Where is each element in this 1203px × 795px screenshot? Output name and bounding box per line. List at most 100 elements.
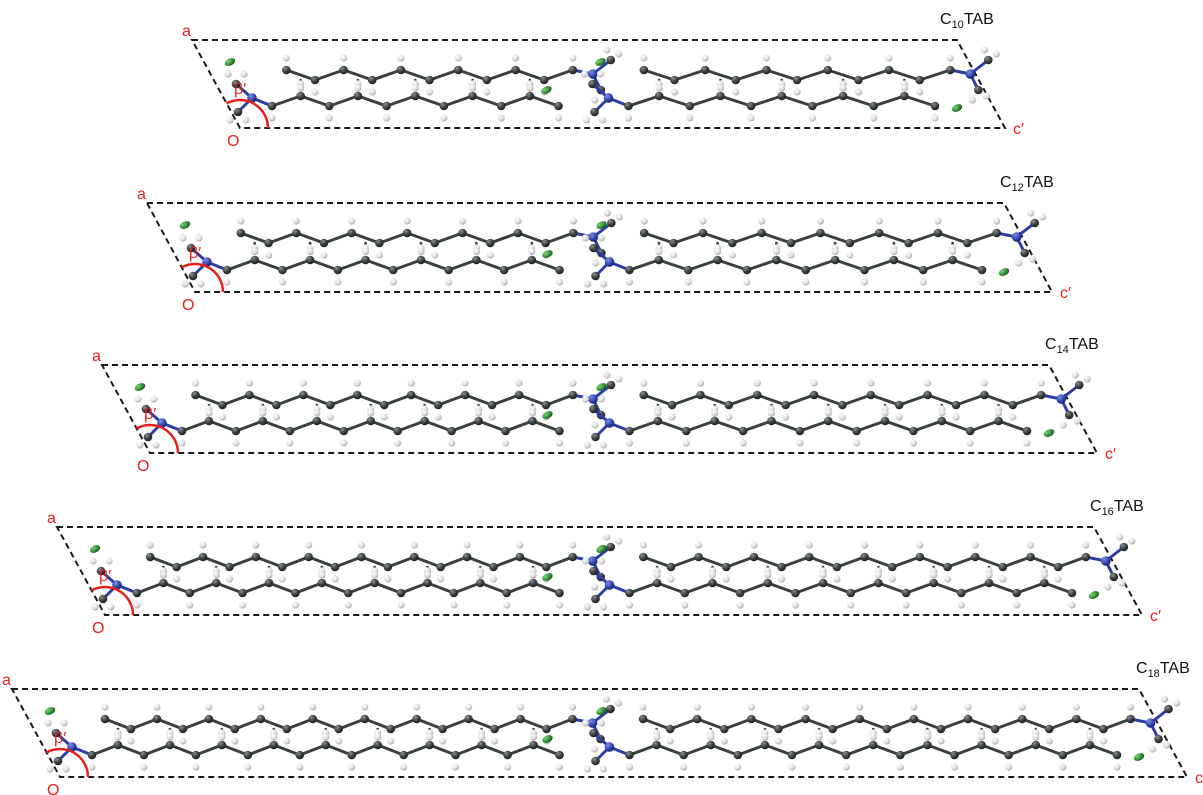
carbon-atom — [360, 714, 370, 724]
hydrogen-atom — [91, 603, 99, 611]
hydrogen-atom — [526, 84, 534, 92]
carbon-atom — [816, 228, 825, 238]
bond — [755, 393, 788, 407]
bond — [844, 743, 875, 757]
hydrogen-atom — [810, 379, 818, 387]
bond — [227, 555, 258, 569]
hydrogen-atom — [583, 280, 592, 288]
carbon-atom — [525, 91, 535, 101]
bond — [129, 717, 159, 731]
carbon-atom — [638, 714, 648, 724]
carbon-atom — [1026, 552, 1035, 562]
carbon-atom — [186, 243, 196, 253]
bond — [863, 258, 896, 272]
bond — [369, 419, 400, 433]
carbon-atom — [698, 228, 708, 238]
hydrogen-atom — [205, 409, 213, 417]
carbon-atom — [490, 724, 499, 734]
hydrogen-atom — [1032, 733, 1040, 741]
bond — [274, 393, 305, 407]
carbon-atom — [708, 578, 717, 588]
bond — [315, 419, 346, 433]
carbon-atom — [477, 740, 486, 750]
carbon-atom — [1004, 750, 1013, 760]
hydrogen-atom — [407, 379, 415, 387]
carbon-atom — [724, 400, 734, 410]
panel-C12TAB: aβ′Oc′C12TAB — [137, 174, 1071, 314]
bond — [530, 258, 561, 272]
bond — [812, 393, 844, 407]
hydrogen-atom — [684, 278, 692, 286]
hydrogen-atom — [977, 733, 986, 741]
hydrogen-atom — [603, 371, 611, 379]
carbon-atom — [269, 740, 279, 750]
carbon-atom — [347, 228, 356, 238]
hydrogen-atom — [501, 439, 510, 447]
carbon-atom — [974, 85, 983, 95]
hydrogen-atom — [529, 733, 538, 741]
bond — [442, 94, 475, 108]
carbon-atom — [165, 740, 175, 750]
bond — [441, 717, 471, 731]
carbon-atom — [970, 552, 980, 562]
carbon-atom — [204, 416, 214, 426]
bond — [425, 581, 456, 595]
hydrogen-atom — [856, 703, 864, 711]
bond — [327, 94, 360, 108]
bond — [544, 231, 575, 245]
hydrogen-atom — [937, 737, 945, 745]
carbon-atom — [767, 416, 776, 426]
hydrogen-atom — [778, 84, 786, 92]
carbon-atom — [139, 750, 149, 760]
hydrogen-atom — [431, 251, 439, 259]
bond — [293, 581, 324, 595]
hydrogen-atom — [410, 541, 418, 549]
bond — [804, 717, 835, 731]
bond — [897, 393, 930, 407]
carbon-atom — [933, 228, 943, 238]
carbon-atom — [326, 400, 335, 410]
bond — [713, 419, 745, 433]
carbon-atom — [113, 740, 123, 750]
carbon-atom — [468, 91, 477, 101]
hydrogen-atom — [515, 379, 523, 387]
hydrogen-atom — [819, 571, 827, 579]
hydrogen-atom — [669, 251, 678, 259]
bond — [428, 743, 458, 757]
carbon-atom — [901, 588, 911, 598]
hydrogen-atom — [707, 733, 715, 741]
bond — [382, 393, 413, 407]
bond — [925, 743, 956, 757]
axis-a-label: a — [92, 348, 101, 365]
carbon-atom — [787, 750, 797, 760]
hydrogen-atom — [599, 441, 608, 449]
hydrogen-atom — [166, 733, 174, 741]
hydrogen-atom — [463, 541, 471, 549]
bond — [628, 581, 659, 595]
carbon-atom — [339, 426, 349, 436]
carbon-atom — [1064, 410, 1074, 420]
hydrogen-atom — [554, 114, 563, 122]
hydrogen-atom — [867, 379, 875, 387]
carbon-atom — [188, 271, 198, 281]
hydrogen-atom — [808, 114, 817, 122]
carbon-atom — [1058, 750, 1068, 760]
bond — [703, 68, 738, 82]
bond — [780, 94, 814, 108]
carbon-atom — [325, 101, 334, 111]
hydrogen-atom — [991, 737, 999, 745]
panel-C16TAB: aβ′Oc′C16TAB — [47, 498, 1161, 637]
hydrogen-atom — [982, 92, 990, 100]
hydrogen-atom — [569, 217, 577, 225]
hydrogen-atom — [1023, 439, 1031, 447]
carbon-atom — [178, 724, 188, 734]
bond — [780, 555, 811, 569]
hydrogen-atom — [980, 46, 988, 54]
bond — [741, 419, 773, 433]
carbon-atom — [887, 562, 897, 572]
carbon-atom — [808, 101, 817, 111]
hydrogen-atom — [306, 247, 314, 256]
hydrogen-atom — [602, 695, 611, 703]
hydrogen-atom — [529, 571, 537, 579]
carbon-atom — [211, 578, 221, 588]
